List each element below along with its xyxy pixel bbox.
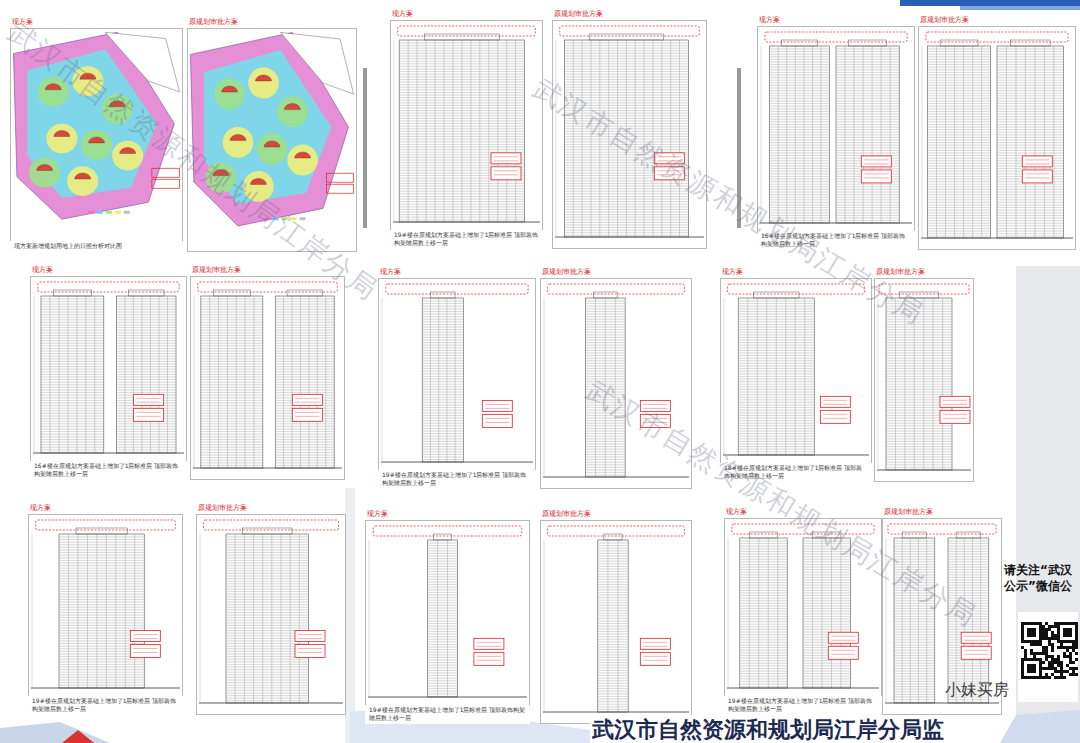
drawing-caption: 16#楼在原规划方案基础上增加了1层标准层 顶部装饰构架随层数上移一层	[30, 461, 187, 480]
scheme-heading: 原规划审批方案	[187, 17, 357, 27]
building-elevation	[30, 276, 187, 480]
building-elevation	[190, 276, 345, 480]
drawing-sheet: 现方案 19#楼在原规划方案基础上增加了1层标准层 顶部装饰构架随层数上移一层	[365, 509, 530, 724]
drawing-sheet: 原规划审批方案	[190, 265, 345, 480]
building-elevation	[28, 514, 183, 715]
scheme-heading: 现方案	[28, 503, 183, 513]
drawing-caption: 19#楼在原规划方案基础上增加了1层标准层 顶部装饰构架随层数上移一层	[378, 470, 536, 489]
scheme-heading: 原规划审批方案	[882, 507, 1002, 517]
scheme-heading: 原规划审批方案	[540, 509, 692, 519]
drawing-sheet: 现方案 19#楼在原规划方案基础上增加了1层标准层 顶部装饰构架随层数上移一层	[378, 267, 536, 489]
drawing-sheet: 现方案 16#楼在原规划方案基础上增加了1层标准层 顶部装饰构架随层数上移一层	[30, 265, 187, 480]
building-elevation	[365, 520, 530, 724]
notice-text: 请关注“武汉	[1004, 562, 1072, 579]
scheme-heading: 原规划审批方案	[552, 9, 707, 19]
scheme-heading: 现方案	[378, 267, 536, 277]
drawing-sheet: 现方案 19#楼在原规划方案基础上增加了1层标准层 顶部装饰构架随层数上移一层	[390, 9, 543, 249]
building-elevation	[378, 278, 536, 489]
drawing-caption: 19#楼在原规划方案基础上增加了1层标准层 顶部装饰构架随层数上移一层	[390, 230, 543, 249]
building-elevation	[720, 278, 872, 482]
scheme-heading: 原规划审批方案	[540, 267, 692, 277]
notice-text: 公示”微信公	[1004, 578, 1072, 595]
scheme-heading: 原规划审批方案	[874, 267, 974, 277]
building-elevation	[390, 20, 543, 249]
building-elevation	[196, 514, 346, 715]
footer-title: 武汉市自然资源和规划局江岸分局监	[590, 715, 946, 743]
scheme-heading: 现方案	[757, 15, 915, 25]
scheme-heading: 现方案	[30, 265, 187, 275]
drawing-sheet: 现方案18#楼在原规划方案基础上增加了1层标准层 顶部装饰构架随层数上移一层	[720, 267, 872, 482]
drawing-sheet: 原规划审批方案	[196, 503, 346, 715]
scheme-heading: 现方案	[365, 509, 530, 519]
scheme-heading: 原规划审批方案	[918, 15, 1076, 25]
building-elevation	[918, 26, 1076, 250]
qr-code	[1021, 622, 1078, 679]
drawing-caption: 19#楼在原规划方案基础上增加了1层标准层 顶部装饰构架随层数上移一层	[724, 696, 882, 715]
building-elevation	[540, 520, 692, 724]
wechat-watermark: 小妹买房	[945, 680, 1009, 701]
scheme-heading: 原规划审批方案	[196, 503, 346, 513]
drawing-caption: 19#楼在原规划方案基础上增加了1层标准层 顶部装饰构架随层数上移一层	[28, 696, 183, 715]
drawing-caption: 19#楼在原规划方案基础上增加了1层标准层 顶部装饰构架随层数上移一层	[365, 705, 530, 724]
drawing-sheet: 现方案 19#楼在原规划方案基础上增加了1层标准层 顶部装饰构架随层数上移一层	[28, 503, 183, 715]
scheme-heading: 现方案	[390, 9, 543, 19]
drawing-caption: 现方案新增规划用地上的日照分析对比图	[10, 241, 183, 253]
drawing-sheet: 原规划审批方案	[918, 15, 1076, 250]
drawing-sheet: 原规划审批方案	[540, 509, 692, 724]
